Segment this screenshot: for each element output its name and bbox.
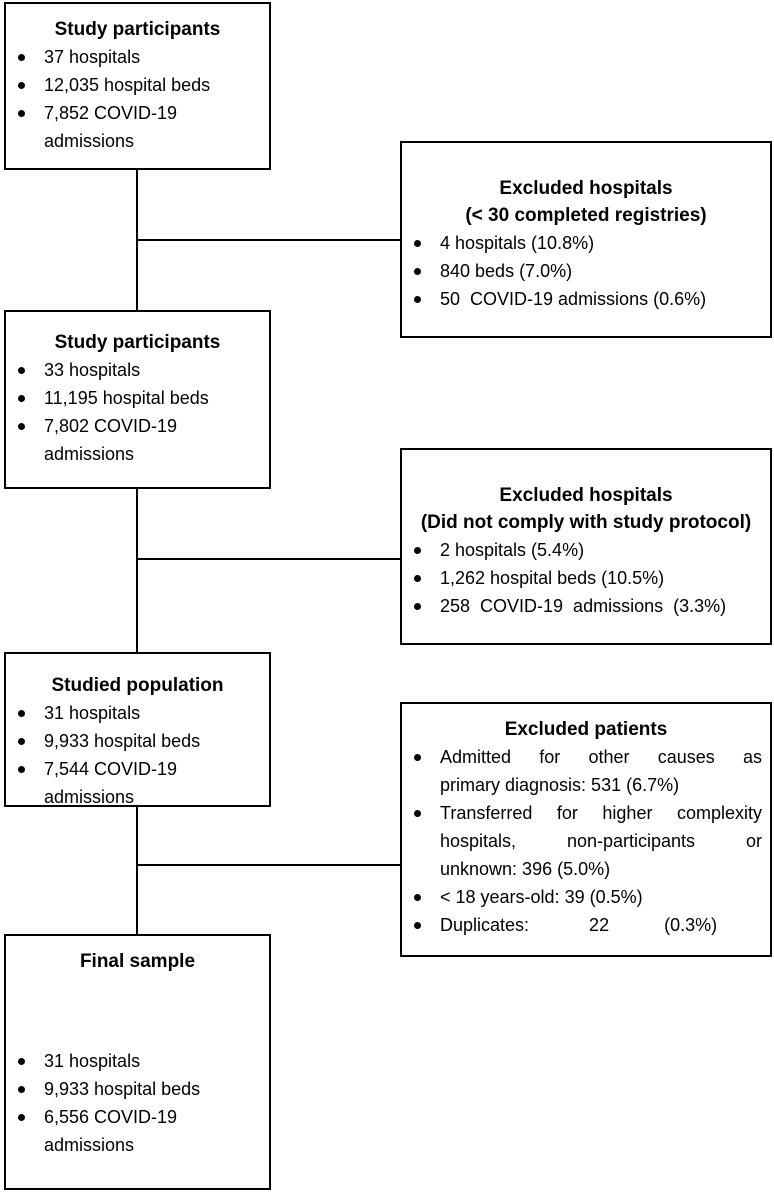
box-subtitle: (Did not comply with study protocol)	[420, 512, 752, 533]
box-title: Study participants	[54, 332, 221, 353]
box-title: Excluded patients	[504, 719, 668, 740]
excluded-hospitals-box-2: Excluded hospitals (Did not comply with …	[400, 448, 772, 645]
box-title: Studied population	[51, 675, 224, 696]
list-item: 9,933 hospital beds	[6, 727, 269, 755]
connector-horizontal-3	[137, 864, 401, 866]
connector-horizontal-1	[137, 239, 401, 241]
list-item: 37 hospitals	[6, 43, 269, 71]
connector-vertical-3	[136, 806, 138, 935]
list-item: 50 COVID-19 admissions (0.6%)	[402, 285, 762, 313]
list-item: 31 hospitals	[6, 1047, 269, 1075]
list-item: 12,035 hospital beds	[6, 71, 269, 99]
list-item: 31 hospitals	[6, 699, 269, 727]
list-item: 258 COVID-19 admissions (3.3%)	[402, 592, 762, 620]
final-sample-box: Final sample 31 hospitals 9,933 hospital…	[4, 934, 271, 1190]
studied-population-box: Studied population 31 hospitals 9,933 ho…	[4, 652, 271, 807]
excluded-patients-box: Excluded patients Admitted for other cau…	[400, 702, 772, 957]
excluded-hospitals-box-1: Excluded hospitals (< 30 completed regis…	[400, 141, 772, 338]
box-title: Excluded hospitals	[499, 485, 673, 506]
list-item: 11,195 hospital beds	[6, 384, 269, 412]
connector-vertical-2	[136, 488, 138, 653]
list-item: 33 hospitals	[6, 356, 269, 384]
list-item: 1,262 hospital beds (10.5%)	[402, 564, 762, 592]
study-participants-box-1: Study participants 37 hospitals 12,035 h…	[4, 2, 271, 170]
list-item: < 18 years-old: 39 (0.5%)	[402, 883, 762, 911]
list-item: 9,933 hospital beds	[6, 1075, 269, 1103]
list-item: 4 hospitals (10.8%)	[402, 229, 762, 257]
list-item: Admitted for other causes as primary dia…	[402, 743, 762, 799]
list-item: 840 beds (7.0%)	[402, 257, 762, 285]
list-item: Transferred for higher complexity hospit…	[402, 799, 762, 883]
study-participants-box-2: Study participants 33 hospitals 11,195 h…	[4, 310, 271, 489]
box-title: Study participants	[54, 19, 221, 40]
box-title: Excluded hospitals	[499, 178, 673, 199]
connector-horizontal-2	[137, 558, 401, 560]
list-item: 2 hospitals (5.4%)	[402, 536, 762, 564]
box-subtitle: (< 30 completed registries)	[465, 205, 707, 226]
list-item: Duplicates: 22 (0.3%)	[402, 911, 762, 939]
box-title: Final sample	[79, 951, 196, 972]
